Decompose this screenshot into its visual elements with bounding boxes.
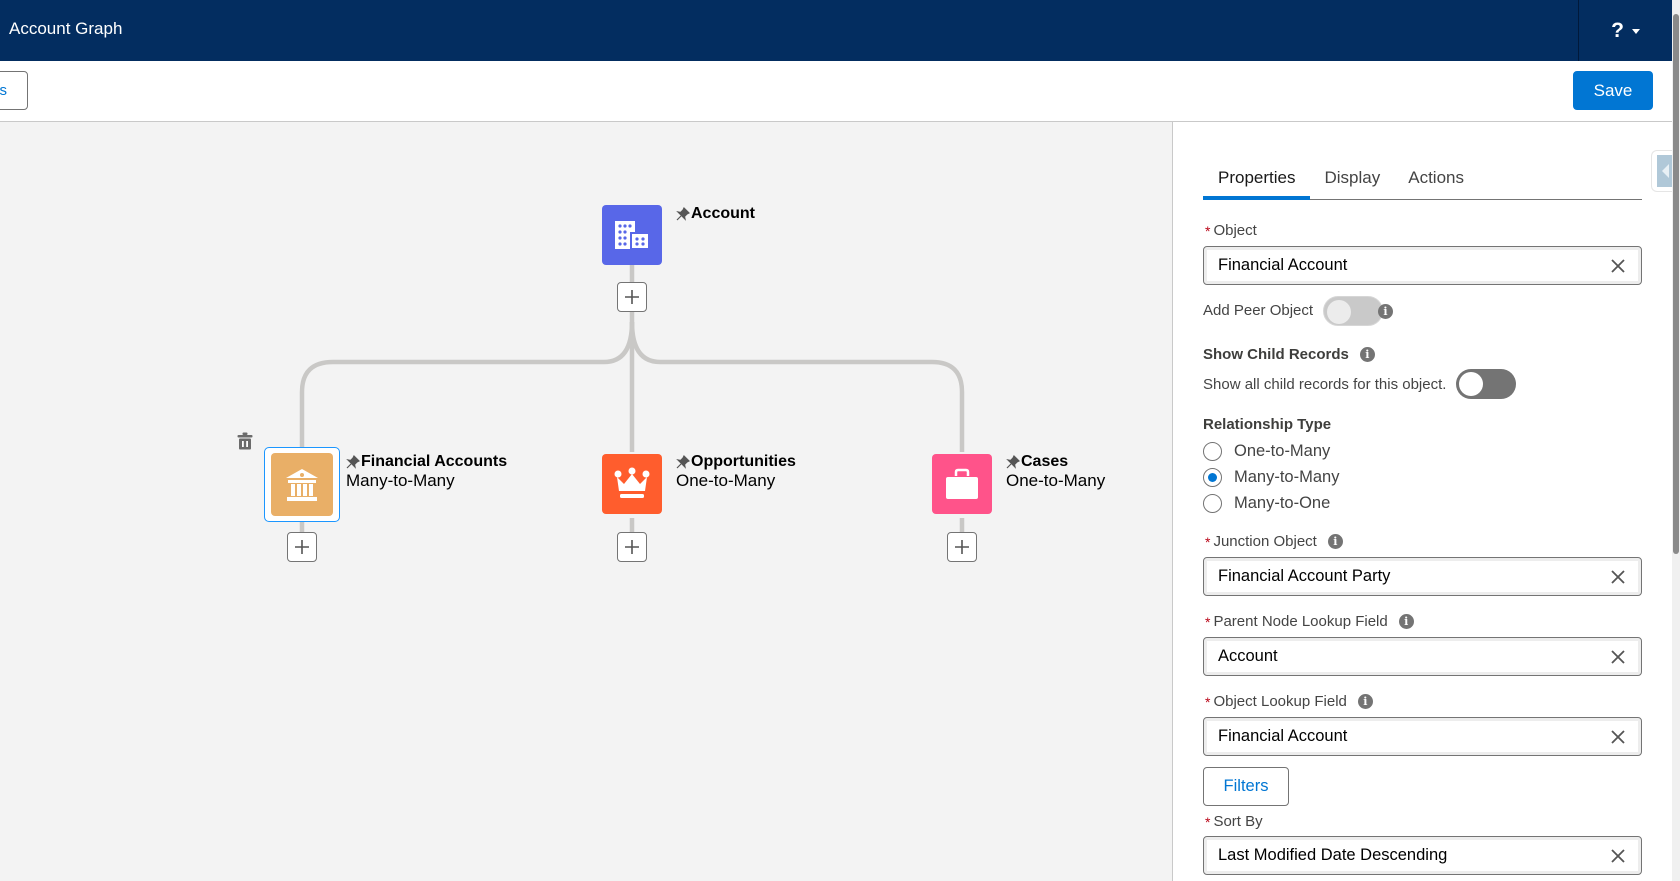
- tab-properties[interactable]: Properties: [1203, 156, 1311, 200]
- add-peer-object-label: Add Peer Object: [1203, 302, 1314, 319]
- crown-icon: [614, 467, 650, 498]
- clear-icon[interactable]: [1609, 847, 1627, 865]
- junction-object-label: *Junction Object i: [1205, 533, 1343, 550]
- sort-by-label: *Sort By: [1205, 813, 1263, 830]
- page-scrollbar[interactable]: [1672, 0, 1680, 881]
- filters-button[interactable]: Filters: [1203, 767, 1289, 806]
- radio-button[interactable]: [1203, 468, 1222, 487]
- opportunities-node-label: Opportunities One-to-Many: [676, 452, 796, 490]
- collapse-panel-button[interactable]: [1651, 150, 1673, 192]
- cases-node-tile[interactable]: [932, 454, 992, 514]
- bank-icon: [286, 468, 318, 501]
- app-title: Account Graph: [9, 19, 123, 38]
- account-node-tile[interactable]: [602, 205, 662, 265]
- node-name: Cases: [1021, 453, 1069, 470]
- info-icon[interactable]: i: [1378, 304, 1393, 319]
- toolbar: s Save: [0, 61, 1672, 122]
- opportunities-node-tile[interactable]: [602, 454, 662, 514]
- node-name: Opportunities: [691, 453, 796, 470]
- app-header: Account Graph ?: [0, 0, 1672, 61]
- cases-node-label: Cases One-to-Many: [1006, 452, 1105, 490]
- object-lookup-label: *Object Lookup Field i: [1205, 693, 1373, 710]
- info-icon[interactable]: i: [1359, 347, 1375, 362]
- account-node-label: Account: [676, 204, 755, 223]
- radio-button[interactable]: [1203, 494, 1222, 513]
- object-input[interactable]: Financial Account: [1203, 246, 1642, 285]
- clear-icon[interactable]: [1609, 257, 1627, 275]
- object-label: *Object: [1205, 222, 1257, 239]
- help-menu-button[interactable]: ?: [1578, 0, 1672, 61]
- parent-node-lookup-input[interactable]: Account: [1203, 637, 1642, 676]
- junction-object-input[interactable]: Financial Account Party: [1203, 557, 1642, 596]
- pin-icon[interactable]: [346, 454, 360, 469]
- panel-tabs: Properties Display Actions: [1203, 156, 1642, 200]
- graph-canvas[interactable]: Account Financial Accounts Many-to-Many: [0, 122, 1172, 881]
- info-icon[interactable]: i: [1398, 614, 1414, 629]
- radio-one-to-many[interactable]: One-to-Many: [1203, 442, 1330, 461]
- clear-icon[interactable]: [1609, 728, 1627, 746]
- account-building-icon: [615, 221, 650, 250]
- delete-node-trash-icon[interactable]: [237, 432, 253, 450]
- radio-button[interactable]: [1203, 442, 1222, 461]
- help-icon: ?: [1611, 18, 1624, 42]
- plus-icon: [625, 290, 639, 304]
- tab-display[interactable]: Display: [1324, 168, 1381, 187]
- radio-many-to-many[interactable]: Many-to-Many: [1203, 468, 1339, 487]
- object-lookup-input[interactable]: Financial Account: [1203, 717, 1642, 756]
- chevron-left-icon: [1661, 164, 1669, 178]
- tab-actions[interactable]: Actions: [1408, 168, 1464, 187]
- add-child-button[interactable]: [617, 282, 647, 312]
- clear-icon[interactable]: [1609, 568, 1627, 586]
- briefcase-icon: [946, 468, 978, 499]
- info-icon[interactable]: i: [1357, 694, 1373, 709]
- node-relationship: One-to-Many: [1006, 471, 1106, 490]
- add-child-button[interactable]: [947, 532, 977, 562]
- scrollbar-thumb[interactable]: [1673, 14, 1679, 554]
- chevron-down-icon: [1631, 29, 1640, 34]
- node-relationship: Many-to-Many: [346, 471, 455, 490]
- pin-icon[interactable]: [676, 206, 690, 221]
- info-icon[interactable]: i: [1327, 534, 1343, 549]
- show-child-records-title: Show Child Records i: [1203, 346, 1375, 363]
- parent-node-lookup-label: *Parent Node Lookup Field i: [1205, 613, 1414, 630]
- plus-icon: [625, 540, 639, 554]
- node-relationship: One-to-Many: [676, 471, 776, 490]
- toolbar-left-button[interactable]: s: [0, 71, 28, 110]
- graph-connectors: [299, 264, 965, 534]
- pin-icon[interactable]: [676, 454, 690, 469]
- show-child-records-help: Show all child records for this object.: [1203, 376, 1447, 393]
- radio-many-to-one[interactable]: Many-to-One: [1203, 494, 1330, 513]
- add-child-button[interactable]: [287, 532, 317, 562]
- plus-icon: [955, 540, 969, 554]
- clear-icon[interactable]: [1609, 648, 1627, 666]
- node-name: Account: [691, 205, 755, 222]
- add-peer-object-toggle[interactable]: [1323, 296, 1383, 326]
- financial-accounts-node-label: Financial Accounts Many-to-Many: [346, 452, 507, 490]
- financial-accounts-node-tile[interactable]: [271, 453, 333, 516]
- add-child-button[interactable]: [617, 532, 647, 562]
- show-child-records-toggle[interactable]: [1456, 369, 1516, 399]
- save-button[interactable]: Save: [1573, 71, 1653, 110]
- node-name: Financial Accounts: [361, 453, 508, 470]
- plus-icon: [295, 540, 309, 554]
- pin-icon[interactable]: [1006, 454, 1020, 469]
- sort-by-input[interactable]: Last Modified Date Descending: [1203, 836, 1642, 875]
- relationship-type-title: Relationship Type: [1203, 416, 1332, 433]
